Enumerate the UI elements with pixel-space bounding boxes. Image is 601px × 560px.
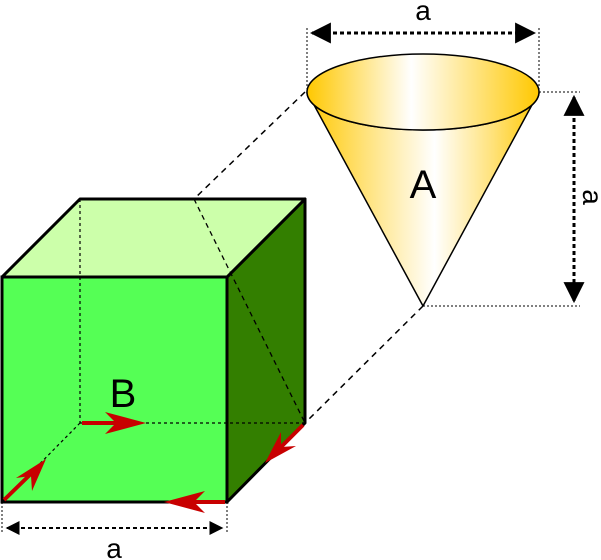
red-arrow-left	[164, 491, 225, 513]
cone-height-label: a	[577, 189, 601, 205]
cone-height-dimension: a	[423, 91, 601, 307]
projection-lines	[193, 91, 424, 424]
red-arrow-right	[82, 412, 146, 434]
cone-width-label: a	[415, 0, 431, 26]
cone-rim	[306, 53, 540, 131]
cone-width-dimension: a	[306, 0, 540, 92]
cone: A	[306, 53, 540, 307]
direction-arrows	[2, 412, 305, 513]
red-arrow-diagonal-up	[2, 459, 46, 502]
cube-inner-projection	[193, 198, 306, 424]
cube-width-dimension: a	[1, 502, 228, 560]
cube	[0, 197, 307, 504]
red-arrow-diagonal-down	[265, 423, 305, 463]
cube-width-label: a	[106, 533, 122, 560]
cube-label: B	[110, 372, 137, 416]
cone-label: A	[410, 163, 437, 207]
